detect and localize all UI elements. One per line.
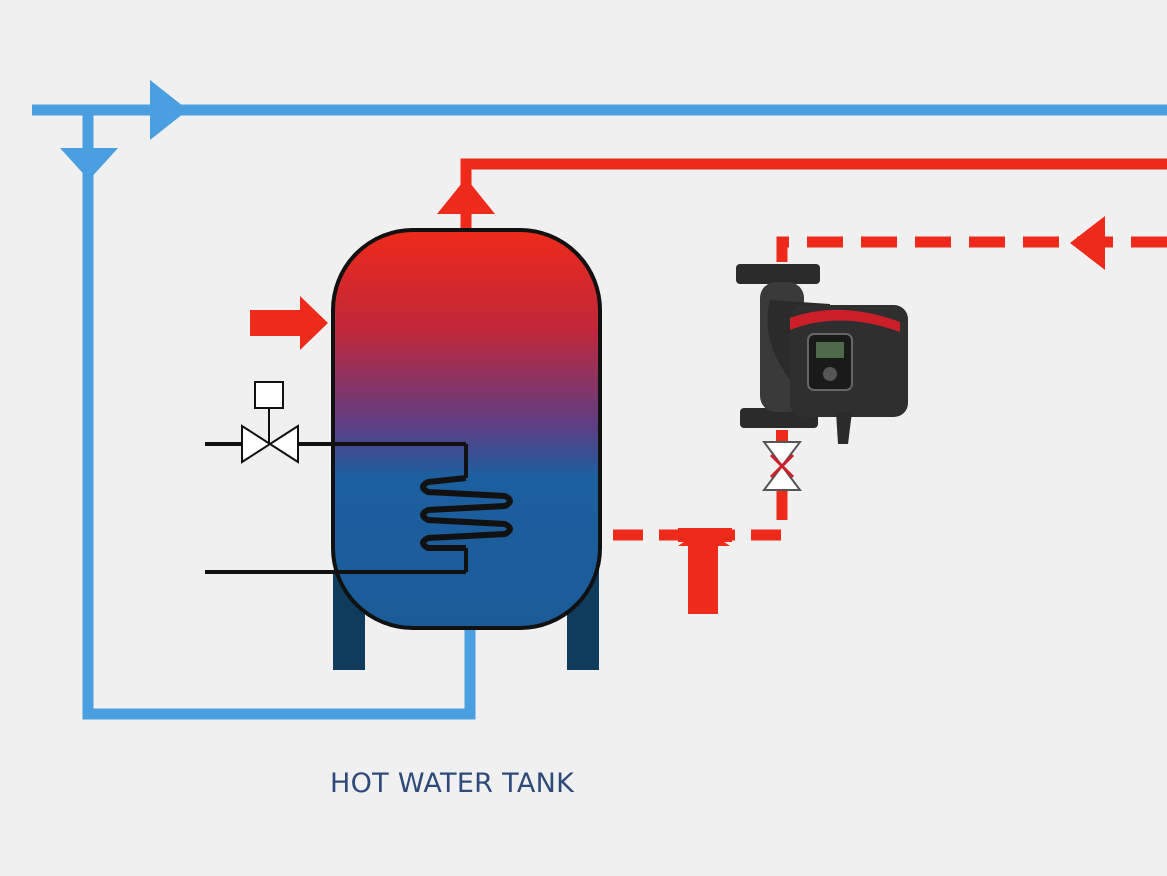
circulation-pump-icon <box>736 264 908 444</box>
return-line <box>776 236 1167 262</box>
return-arrow <box>1070 216 1105 270</box>
cold-down-arrow <box>60 148 118 180</box>
cold-water-line <box>32 104 1167 720</box>
hot-outlet-arrow <box>437 178 495 214</box>
drain-tee <box>678 528 732 614</box>
three-way-valve-icon <box>241 381 299 464</box>
hot-water-tank <box>331 228 602 630</box>
heating-coil-icon <box>420 475 513 551</box>
coil-piping <box>205 442 468 574</box>
hot-water-line <box>460 158 1167 230</box>
diagram-caption: HOT WATER TANK <box>330 768 575 799</box>
return-line-lower <box>610 490 788 541</box>
heat-input-arrow <box>250 296 328 350</box>
cold-inlet-arrow <box>150 80 188 140</box>
check-valve-icon <box>762 430 802 491</box>
